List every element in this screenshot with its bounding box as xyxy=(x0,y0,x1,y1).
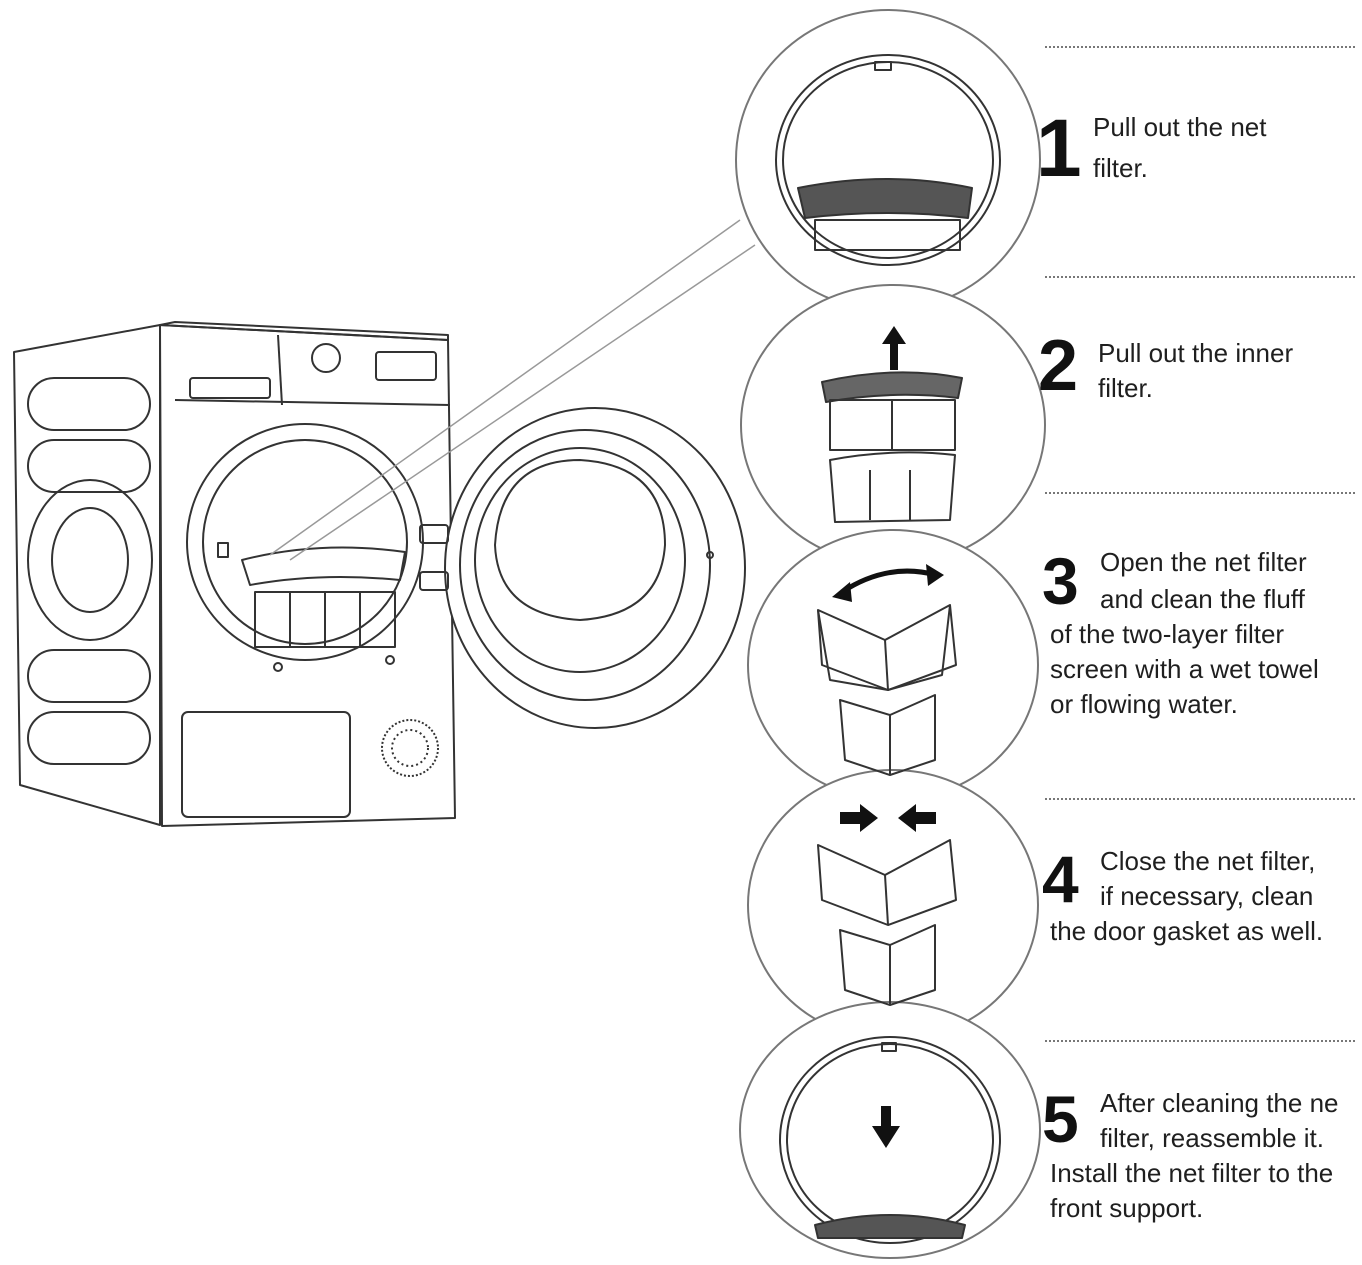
step-text-line: Pull out the inner xyxy=(1098,338,1294,368)
step-text-line: front support. xyxy=(1050,1193,1204,1223)
step-1-text: Pull out the net filter. xyxy=(1093,110,1266,186)
step-number: 1 xyxy=(1036,103,1082,194)
step-text-line: filter. xyxy=(1098,373,1153,403)
step-2-text: Pull out the inner filter. xyxy=(1098,336,1293,406)
step-text-line: filter. xyxy=(1093,153,1148,183)
step-text-line: Close the net filter, xyxy=(1100,846,1316,876)
step-5-text: After cleaning the ne filter, reassemble… xyxy=(1050,1086,1362,1226)
separator xyxy=(1045,46,1355,48)
step-text-line: and clean the fluff xyxy=(1100,584,1305,614)
step-text-line: Install the net filter to the xyxy=(1050,1158,1334,1188)
curved-double-arrow-icon xyxy=(832,564,944,602)
dryer-door xyxy=(419,407,746,729)
step-text-line: the door gasket as well. xyxy=(1050,916,1324,946)
step-text-line: After cleaning the ne xyxy=(1100,1088,1339,1118)
step-text-line: of the two-layer filter xyxy=(1050,619,1285,649)
separator xyxy=(1045,276,1355,278)
separator xyxy=(1045,492,1355,494)
step-text-line: filter, reassemble it. xyxy=(1100,1123,1324,1153)
step1-illustration xyxy=(775,54,1001,266)
separator xyxy=(1045,1040,1355,1042)
step-text-line: if necessary, clean xyxy=(1100,881,1314,911)
arrow-down-icon xyxy=(872,1106,900,1148)
step-text-line: Open the net filter xyxy=(1100,547,1307,577)
step4-illustration xyxy=(817,839,957,1006)
arrows-inward-icon xyxy=(840,804,936,832)
separator xyxy=(1045,798,1355,800)
step-number: 2 xyxy=(1038,326,1079,406)
step-text-line: or flowing water. xyxy=(1050,689,1238,719)
step-3-text: Open the net filter and clean the fluff … xyxy=(1050,545,1319,722)
step-4-text: Close the net filter, if necessary, clea… xyxy=(1050,844,1323,949)
arrow-up-icon xyxy=(882,326,906,370)
dryer-body xyxy=(13,321,456,827)
step-text-line: screen with a wet towel xyxy=(1050,654,1319,684)
step-text-line: Pull out the net xyxy=(1093,112,1267,142)
step-number: 3 xyxy=(1042,544,1079,618)
step-number: 4 xyxy=(1042,842,1079,916)
step3-illustration xyxy=(817,604,957,776)
step-number: 5 xyxy=(1042,1082,1079,1156)
step2-illustration xyxy=(821,371,963,523)
step5-illustration xyxy=(779,1036,1001,1244)
